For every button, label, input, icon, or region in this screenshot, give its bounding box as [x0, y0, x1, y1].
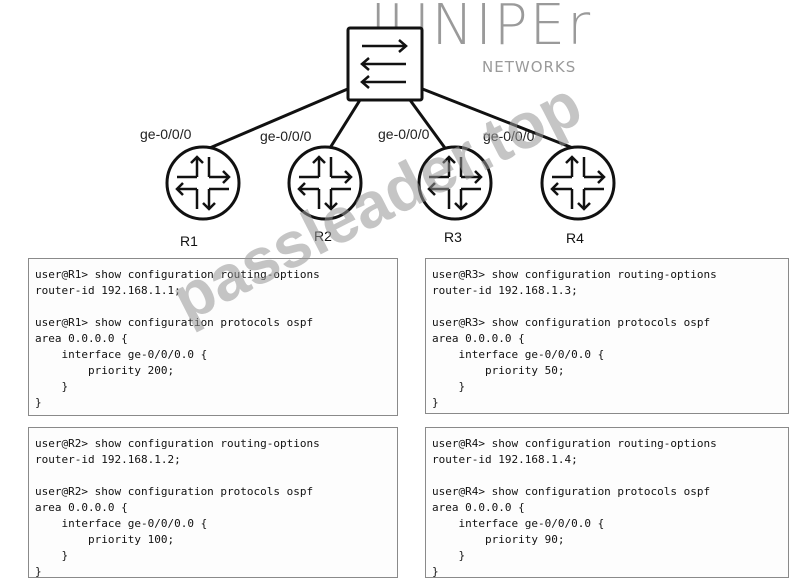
- router-icon: [540, 145, 616, 221]
- router-icon: [417, 145, 493, 221]
- interface-label-r2: ge-0/0/0: [260, 128, 312, 144]
- config-line: user@R3> show configuration routing-opti…: [432, 268, 717, 281]
- interface-label-r1: ge-0/0/0: [140, 126, 192, 142]
- config-line: interface ge-0/0/0.0 {: [35, 348, 208, 361]
- config-line: }: [432, 549, 466, 562]
- config-line: priority 90;: [432, 533, 565, 546]
- config-panel-r1: user@R1> show configuration routing-opti…: [28, 258, 398, 416]
- config-line: area 0.0.0.0 {: [35, 501, 128, 514]
- router-label-r1: R1: [180, 233, 198, 249]
- router-icon: [287, 145, 363, 221]
- router-label-r3: R3: [444, 229, 462, 245]
- config-line: [35, 299, 391, 315]
- interface-label-r3: ge-0/0/0: [378, 126, 430, 142]
- logo-subtitle: NETWORKS: [482, 58, 577, 76]
- router-label-r4: R4: [566, 230, 584, 246]
- config-line: priority 100;: [35, 533, 175, 546]
- link-r2: [328, 99, 362, 149]
- config-line: user@R4> show configuration routing-opti…: [432, 437, 717, 450]
- config-line: }: [35, 549, 69, 562]
- config-line: }: [432, 380, 466, 393]
- config-line: }: [432, 396, 439, 409]
- switch-icon: [346, 26, 424, 102]
- config-line: }: [432, 565, 439, 578]
- router-icon: [165, 145, 241, 221]
- config-line: priority 50;: [432, 364, 565, 377]
- config-line: }: [35, 380, 69, 393]
- config-line: }: [35, 565, 42, 578]
- link-r4: [419, 86, 579, 152]
- config-line: [432, 299, 782, 315]
- config-panel-r4: user@R4> show configuration routing-opti…: [425, 427, 789, 578]
- config-line: user@R2> show configuration routing-opti…: [35, 437, 320, 450]
- interface-label-r4: ge-0/0/0: [483, 128, 535, 144]
- link-r1: [204, 86, 351, 152]
- config-panel-r2: user@R2> show configuration routing-opti…: [28, 427, 398, 578]
- config-line: area 0.0.0.0 {: [35, 332, 128, 345]
- config-line: user@R1> show configuration routing-opti…: [35, 268, 320, 281]
- router-label-r2: R2: [314, 228, 332, 244]
- config-line: }: [35, 396, 42, 409]
- config-line: router-id 192.168.1.4;: [432, 453, 578, 466]
- config-line: area 0.0.0.0 {: [432, 332, 525, 345]
- config-panel-r3: user@R3> show configuration routing-opti…: [425, 258, 789, 414]
- config-line: user@R3> show configuration protocols os…: [432, 316, 711, 329]
- config-line: interface ge-0/0/0.0 {: [432, 348, 605, 361]
- link-r3: [408, 99, 447, 149]
- config-line: area 0.0.0.0 {: [432, 501, 525, 514]
- config-line: [35, 468, 391, 484]
- config-line: user@R1> show configuration protocols os…: [35, 316, 314, 329]
- config-line: user@R4> show configuration protocols os…: [432, 485, 711, 498]
- config-line: router-id 192.168.1.2;: [35, 453, 181, 466]
- config-line: user@R2> show configuration protocols os…: [35, 485, 314, 498]
- config-line: router-id 192.168.1.3;: [432, 284, 578, 297]
- network-topology: [165, 26, 616, 221]
- config-line: router-id 192.168.1.1;: [35, 284, 181, 297]
- config-line: [432, 468, 782, 484]
- config-line: priority 200;: [35, 364, 175, 377]
- config-line: interface ge-0/0/0.0 {: [35, 517, 208, 530]
- config-line: interface ge-0/0/0.0 {: [432, 517, 605, 530]
